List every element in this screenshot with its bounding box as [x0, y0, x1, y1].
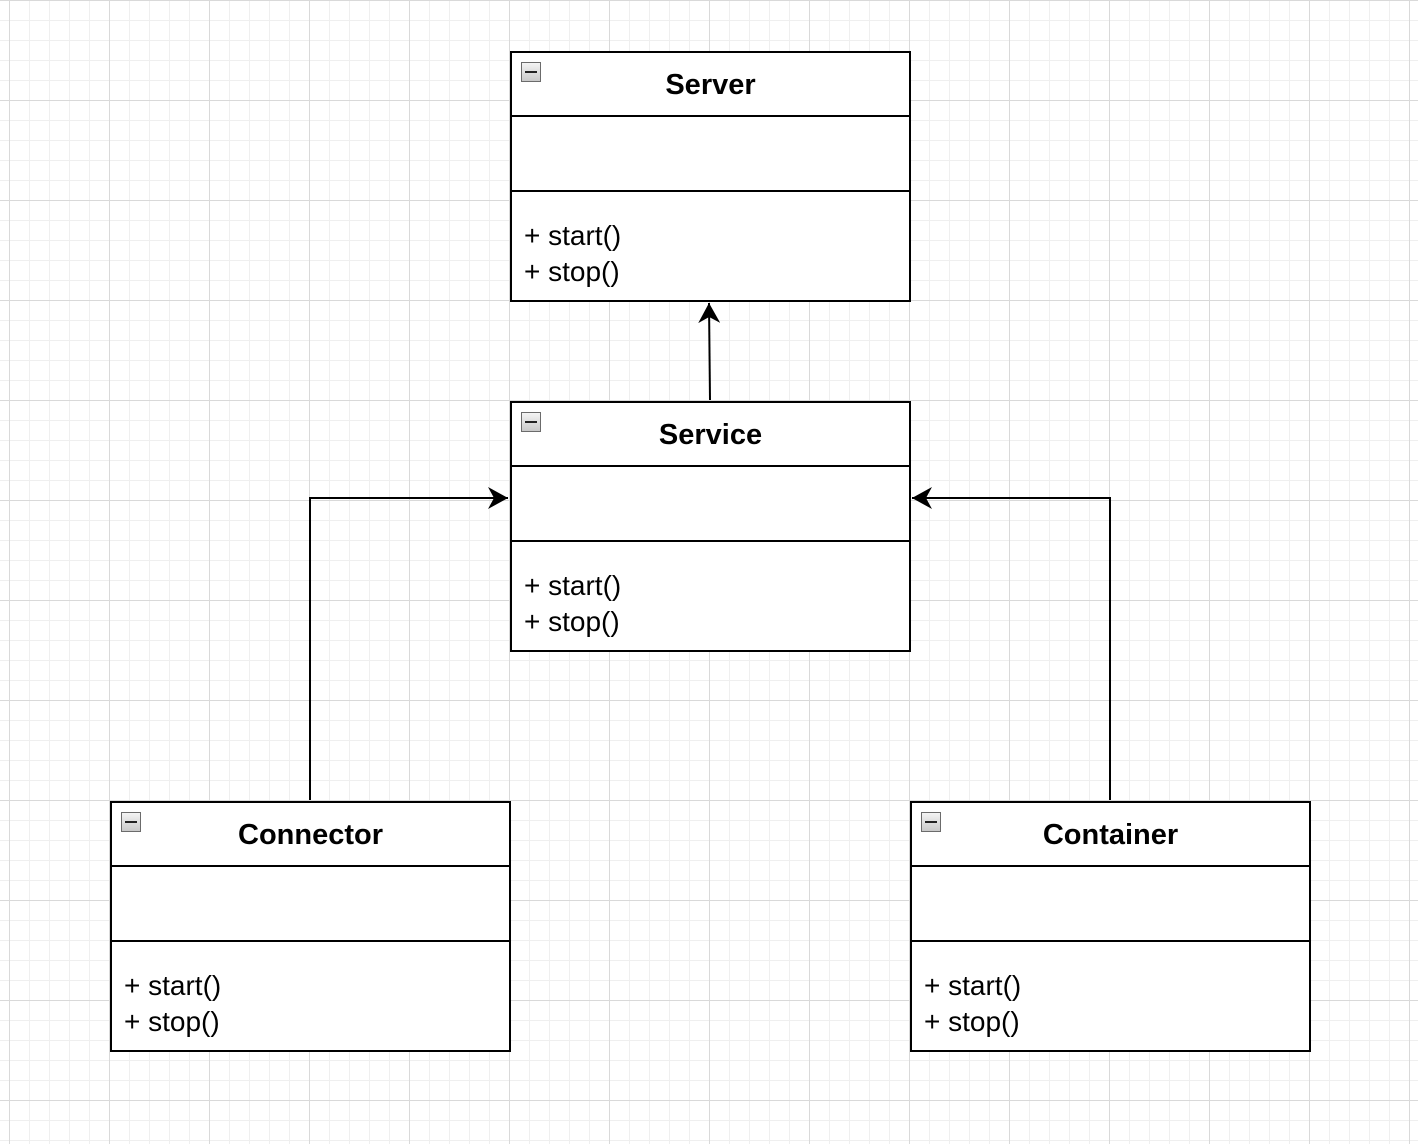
method-start: + start(): [524, 220, 622, 251]
collapse-icon[interactable]: [521, 62, 541, 82]
class-header: Server: [512, 53, 909, 117]
method-start: + start(): [124, 970, 222, 1001]
class-connector[interactable]: Connector + start() + stop(): [110, 801, 511, 1052]
edge-connector-to-service[interactable]: [309, 487, 508, 800]
edge-container-to-service[interactable]: [912, 487, 1111, 800]
class-header: Connector: [112, 803, 509, 867]
method-stop: + stop(): [924, 1006, 1020, 1037]
method-start: + start(): [524, 570, 622, 601]
method-stop: + stop(): [124, 1006, 220, 1037]
collapse-icon[interactable]: [921, 812, 941, 832]
methods-section[interactable]: + start() + stop(): [512, 542, 909, 640]
attributes-section[interactable]: [512, 467, 909, 542]
attributes-section[interactable]: [112, 867, 509, 942]
class-name: Container: [1042, 819, 1179, 851]
class-header: Container: [912, 803, 1309, 867]
class-name: Server: [665, 69, 756, 101]
attributes-section[interactable]: [912, 867, 1309, 942]
class-name: Connector: [238, 819, 383, 851]
edge-service-to-server[interactable]: [698, 302, 721, 401]
class-server[interactable]: Server + start() + stop(): [510, 51, 911, 302]
class-service[interactable]: Service + start() + stop(): [510, 401, 911, 652]
collapse-icon[interactable]: [521, 412, 541, 432]
method-stop: + stop(): [524, 606, 620, 637]
methods-section[interactable]: + start() + stop(): [512, 192, 909, 290]
class-name: Service: [658, 419, 763, 451]
methods-section[interactable]: + start() + stop(): [112, 942, 509, 1040]
method-stop: + stop(): [524, 256, 620, 287]
collapse-icon[interactable]: [121, 812, 141, 832]
methods-section[interactable]: + start() + stop(): [912, 942, 1309, 1040]
attributes-section[interactable]: [512, 117, 909, 192]
class-header: Service: [512, 403, 909, 467]
class-container[interactable]: Container + start() + stop(): [910, 801, 1311, 1052]
method-start: + start(): [924, 970, 1022, 1001]
